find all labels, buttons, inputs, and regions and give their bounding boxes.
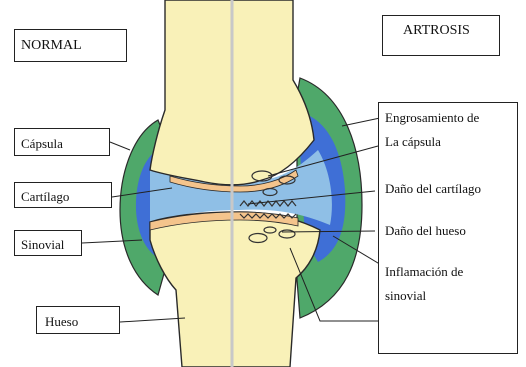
label-engrosamiento-line1: Engrosamiento de (385, 109, 479, 127)
label-hueso: Hueso (36, 306, 120, 334)
label-artrosis: ARTROSIS (382, 15, 500, 56)
label-capsula: Cápsula (14, 128, 110, 156)
label-dano-cartilago: Daño del cartílago (385, 180, 481, 198)
label-engrosamiento-line2: La cápsula (385, 133, 441, 151)
leader-hueso (120, 318, 185, 322)
label-inflamacion-line1: Inflamación de (385, 263, 463, 281)
leader-engrosamiento (342, 118, 380, 126)
label-inflamacion-line2: sinovial (385, 287, 426, 305)
label-sinovial: Sinovial (14, 230, 82, 256)
label-cartilago: Cartílago (14, 182, 112, 208)
label-dano-hueso: Daño del hueso (385, 222, 466, 240)
artrosis-legend-panel: Engrosamiento de La cápsula Daño del car… (378, 102, 518, 354)
leader-capsula (110, 142, 130, 150)
label-normal: NORMAL (14, 29, 127, 62)
